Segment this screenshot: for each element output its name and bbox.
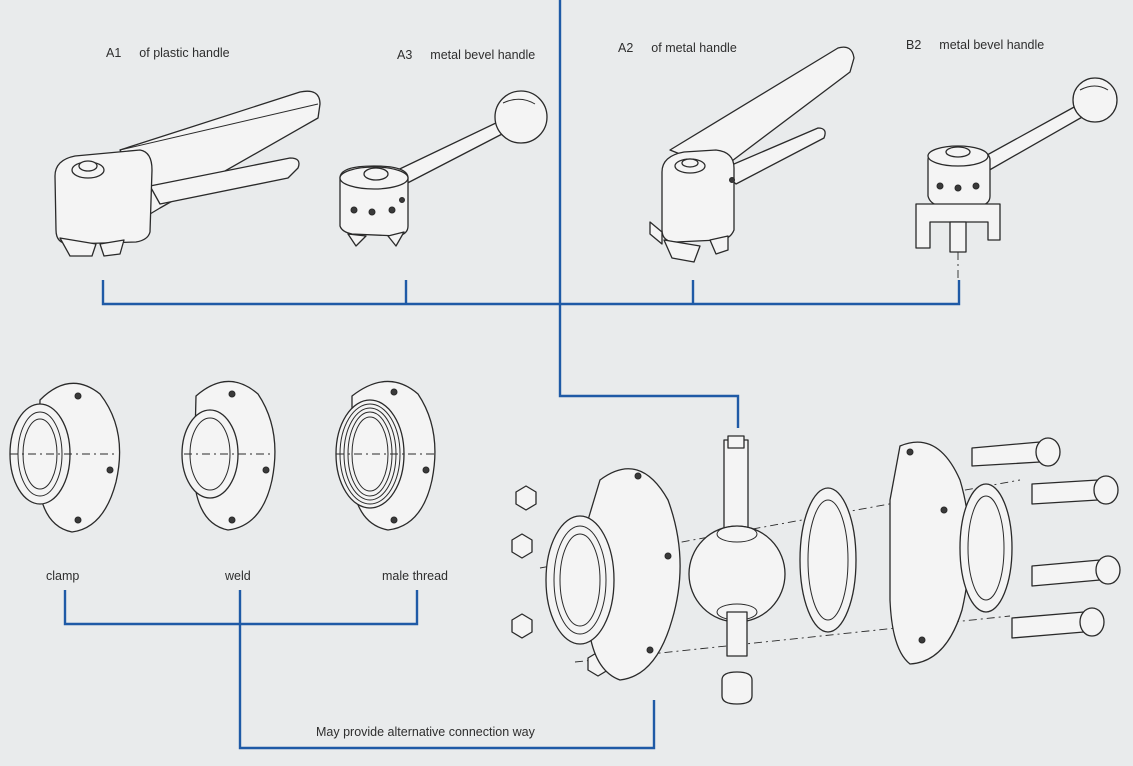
handle-name: metal bevel handle: [430, 48, 536, 62]
handle-code: A1: [106, 46, 122, 60]
bevel-handle-b2-drawing: [915, 77, 1118, 282]
handle-code: A3: [397, 48, 413, 62]
cap-screws: [971, 437, 1121, 639]
connection-connector-lines: [63, 590, 656, 750]
connection-label-clamp: clamp: [46, 569, 80, 583]
connection-label-male-thread: male thread: [382, 569, 449, 583]
handle-connector-lines: [101, 0, 961, 428]
handle-label-a3: A3 metal bevel handle: [397, 48, 535, 62]
metal-handle-a2-drawing: [649, 46, 855, 263]
connection-label-weld: weld: [225, 569, 251, 583]
handle-name: metal bevel handle: [939, 38, 1045, 52]
handle-label-a1: A1 of plastic handle: [106, 46, 230, 60]
handle-code: B2: [906, 38, 922, 52]
plastic-handle-a1-drawing: [54, 90, 321, 257]
bevel-handle-a3-drawing: [339, 90, 548, 247]
handle-label-a2: A2 of metal handle: [618, 41, 737, 55]
weld-end-drawing: [181, 380, 276, 531]
clamp-end-drawing: [9, 382, 121, 533]
valve-assembly-drawing: [511, 435, 1121, 705]
male-thread-end-drawing: [335, 380, 436, 531]
handle-code: A2: [618, 41, 634, 55]
handle-name: of metal handle: [651, 41, 737, 55]
handle-name: of plastic handle: [139, 46, 230, 60]
alternative-connection-note: May provide alternative connection way: [316, 725, 535, 739]
handle-label-b2: B2 metal bevel handle: [906, 38, 1044, 52]
